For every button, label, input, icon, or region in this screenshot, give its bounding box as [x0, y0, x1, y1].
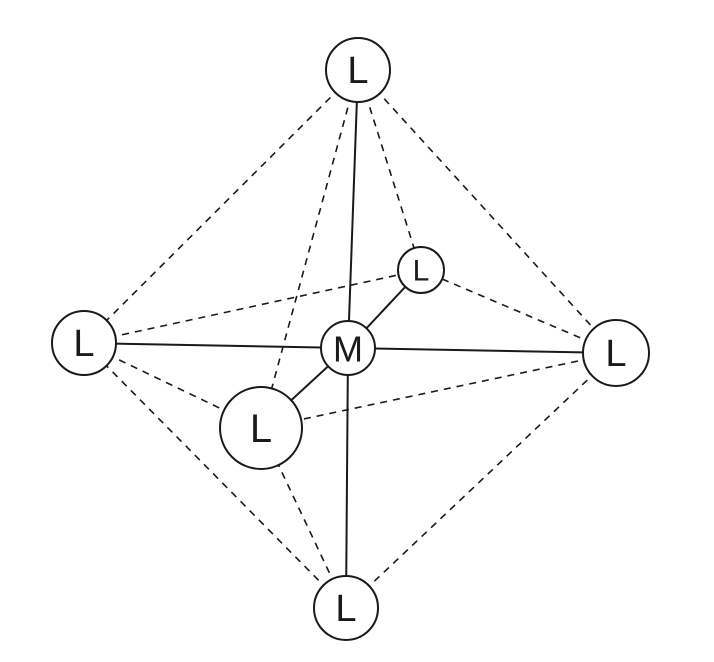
edge-right-back	[420, 269, 617, 354]
edge-top-left	[83, 69, 359, 344]
bond-metal-right	[347, 347, 617, 354]
ligand-top-label: L	[347, 50, 368, 92]
edge-bottom-right	[345, 352, 617, 609]
ligand-front-label: L	[250, 407, 272, 451]
bond-metal-top	[347, 69, 359, 349]
edge-left-back	[83, 269, 422, 344]
ligand-right-label: L	[605, 333, 626, 375]
edge-top-back	[357, 69, 422, 271]
bond-metal-bottom	[345, 347, 349, 609]
edge-right-front	[260, 352, 617, 429]
ligand-left-label: L	[73, 323, 94, 365]
metal-center-label: M	[333, 329, 363, 370]
edge-top-right	[357, 69, 617, 354]
bond-metal-left	[83, 342, 349, 349]
ligand-right: L	[582, 319, 650, 387]
ligand-front: L	[219, 386, 303, 470]
ligand-bottom-label: L	[335, 588, 356, 630]
ligand-top: L	[325, 37, 391, 103]
ligand-back: L	[397, 246, 445, 294]
ligand-back-label: L	[413, 255, 430, 288]
edge-top-front	[260, 69, 359, 429]
metal-center: M	[320, 320, 376, 376]
ligand-bottom: L	[313, 575, 379, 641]
edge-bottom-left	[83, 342, 347, 609]
ligand-left: L	[51, 310, 117, 376]
